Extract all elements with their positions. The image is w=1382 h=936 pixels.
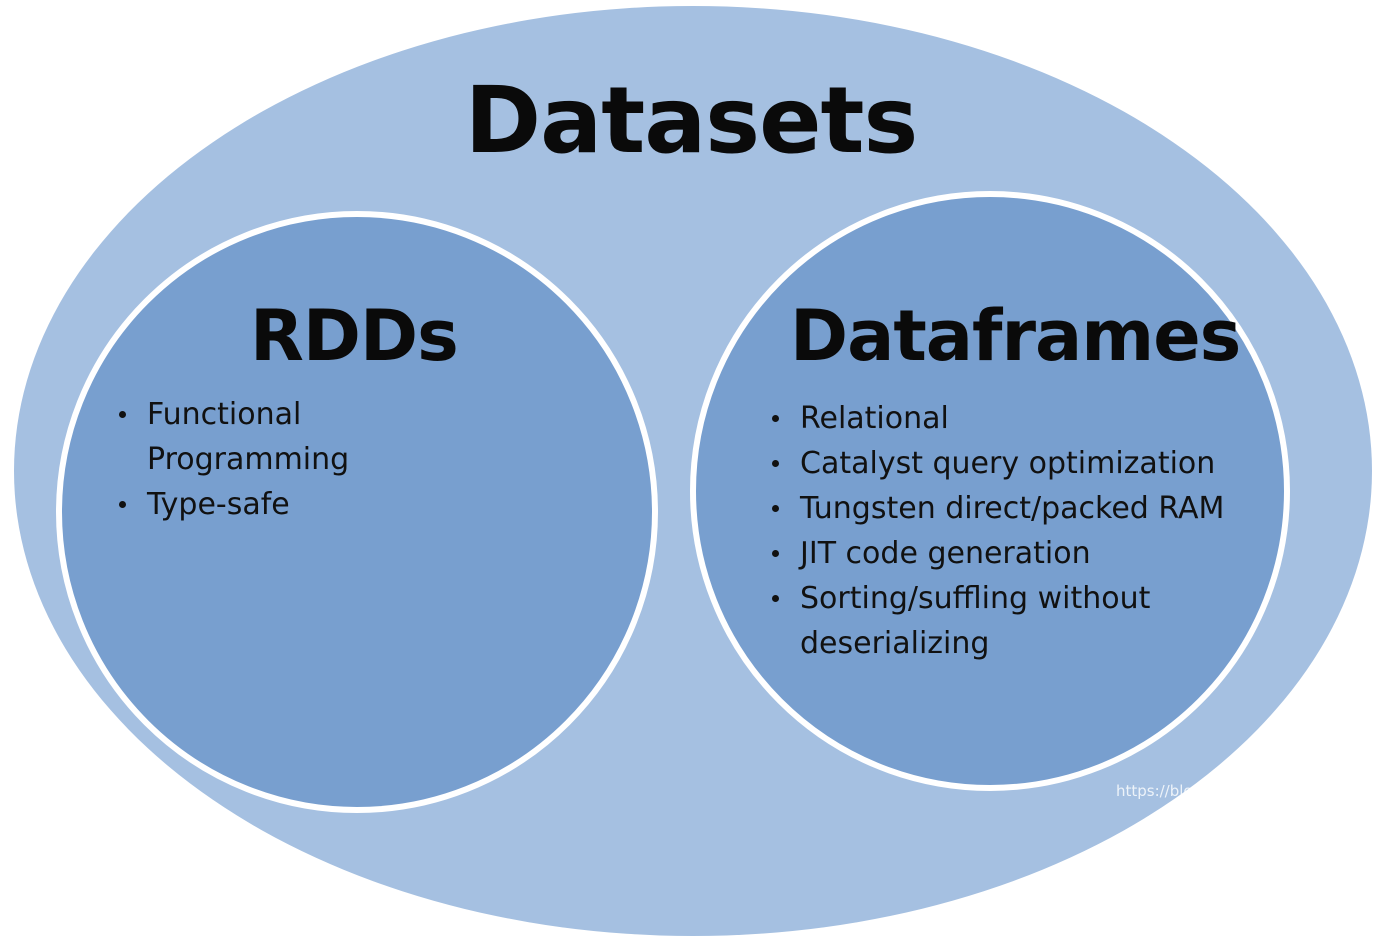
dataframes-circle xyxy=(690,191,1290,791)
list-item-text-continued: deserializing xyxy=(800,626,990,661)
list-item-text-continued: Programming xyxy=(147,442,350,477)
rdds-feature-list: Functional Programming Type-safe xyxy=(117,392,349,527)
list-item-text: JIT code generation xyxy=(800,536,1091,571)
list-item-text: Tungsten direct/packed RAM xyxy=(800,491,1225,526)
dataframes-title: Dataframes xyxy=(790,295,1241,377)
list-item: Relational xyxy=(770,396,1224,441)
list-item: Tungsten direct/packed RAM xyxy=(770,486,1224,531)
list-item-text: Sorting/suffling without xyxy=(800,581,1151,616)
rdds-circle xyxy=(56,211,658,813)
rdds-title: RDDs xyxy=(250,295,459,377)
list-item-text: Type-safe xyxy=(147,487,290,522)
list-item: Sorting/suffling without deserializing xyxy=(770,576,1224,666)
list-item: Type-safe xyxy=(117,482,349,527)
list-item: Functional Programming xyxy=(117,392,349,482)
list-item: Catalyst query optimization xyxy=(770,441,1224,486)
watermark: https://blog.csdn.net/lightupworld xyxy=(1115,782,1370,800)
datasets-title: Datasets xyxy=(464,67,918,174)
list-item: JIT code generation xyxy=(770,531,1224,576)
list-item-text: Relational xyxy=(800,401,949,436)
list-item-text: Functional xyxy=(147,397,302,432)
list-item-text: Catalyst query optimization xyxy=(800,446,1216,481)
dataframes-feature-list: Relational Catalyst query optimization T… xyxy=(770,396,1224,666)
